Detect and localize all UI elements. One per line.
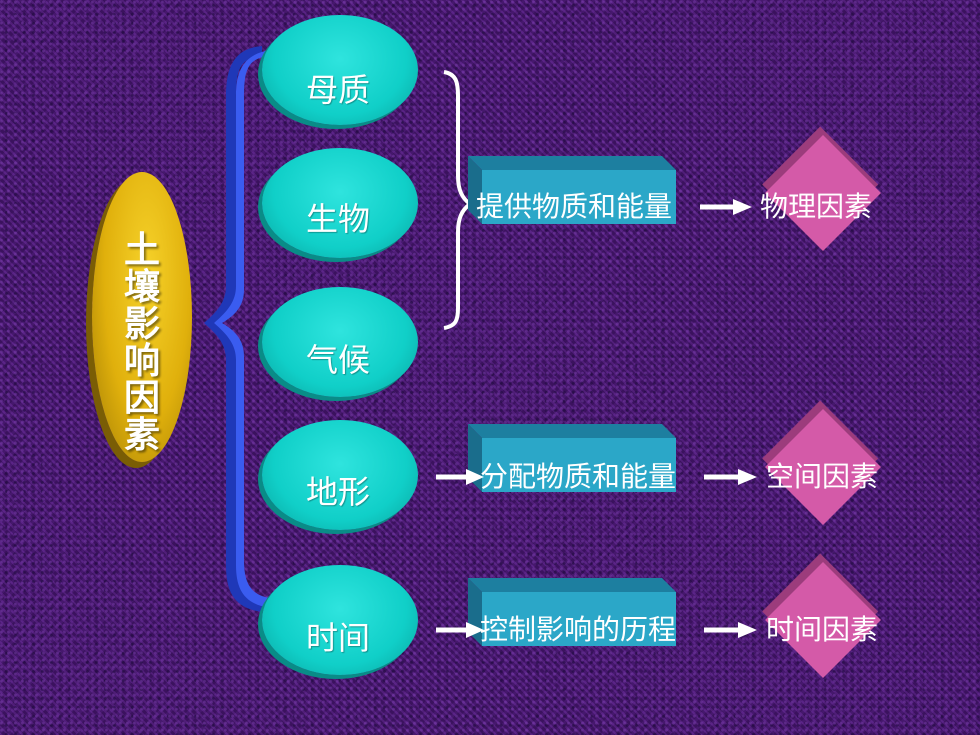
process-box-top-face xyxy=(468,156,676,170)
arrow-icon xyxy=(704,469,757,485)
process-text-3: 控制影响的历程 xyxy=(480,613,677,646)
process-box-front-face xyxy=(482,170,676,224)
process-text-1: 提供物质和能量 xyxy=(476,190,673,223)
factor-oval-shape xyxy=(262,15,418,125)
factor-parent-material: 母质 xyxy=(262,15,422,129)
factor-time: 时间 xyxy=(262,565,422,679)
factor-label-topography: 地形 xyxy=(306,473,371,511)
arrow-icon xyxy=(436,469,484,485)
process-box-1 xyxy=(468,156,676,224)
factor-label-time: 时间 xyxy=(306,619,371,657)
factor-oval-shape xyxy=(262,420,418,530)
result-text-3: 时间因素 xyxy=(766,613,879,646)
process-text-2: 分配物质和能量 xyxy=(480,460,677,493)
factor-label-parent-material: 母质 xyxy=(306,71,371,109)
result-text-1: 物理因素 xyxy=(760,190,873,223)
arrow-icon xyxy=(700,199,752,215)
main-topic-label: 土壤影响因素 xyxy=(123,230,160,456)
factor-climate: 气候 xyxy=(262,287,422,401)
arrow-icon xyxy=(704,622,757,638)
factor-oval-shape xyxy=(262,565,418,675)
factor-oval-shape xyxy=(262,287,418,397)
result-text-2: 空间因素 xyxy=(766,460,879,493)
factor-label-climate: 气候 xyxy=(306,341,371,379)
main-topic-oval xyxy=(92,172,192,462)
process-box-front-face xyxy=(482,438,676,492)
factor-label-organisms: 生物 xyxy=(306,200,371,238)
factor-organisms: 生物 xyxy=(262,148,422,262)
process-box-front-face xyxy=(482,592,676,646)
process-box-2 xyxy=(468,424,676,492)
factor-oval-shape xyxy=(262,148,418,258)
factor-topography: 地形 xyxy=(262,420,422,534)
arrow-icon xyxy=(436,622,484,638)
process-box-top-face xyxy=(468,578,676,592)
process-box-side-face xyxy=(468,156,482,224)
process-box-top-face xyxy=(468,424,676,438)
process-box-3 xyxy=(468,578,676,646)
